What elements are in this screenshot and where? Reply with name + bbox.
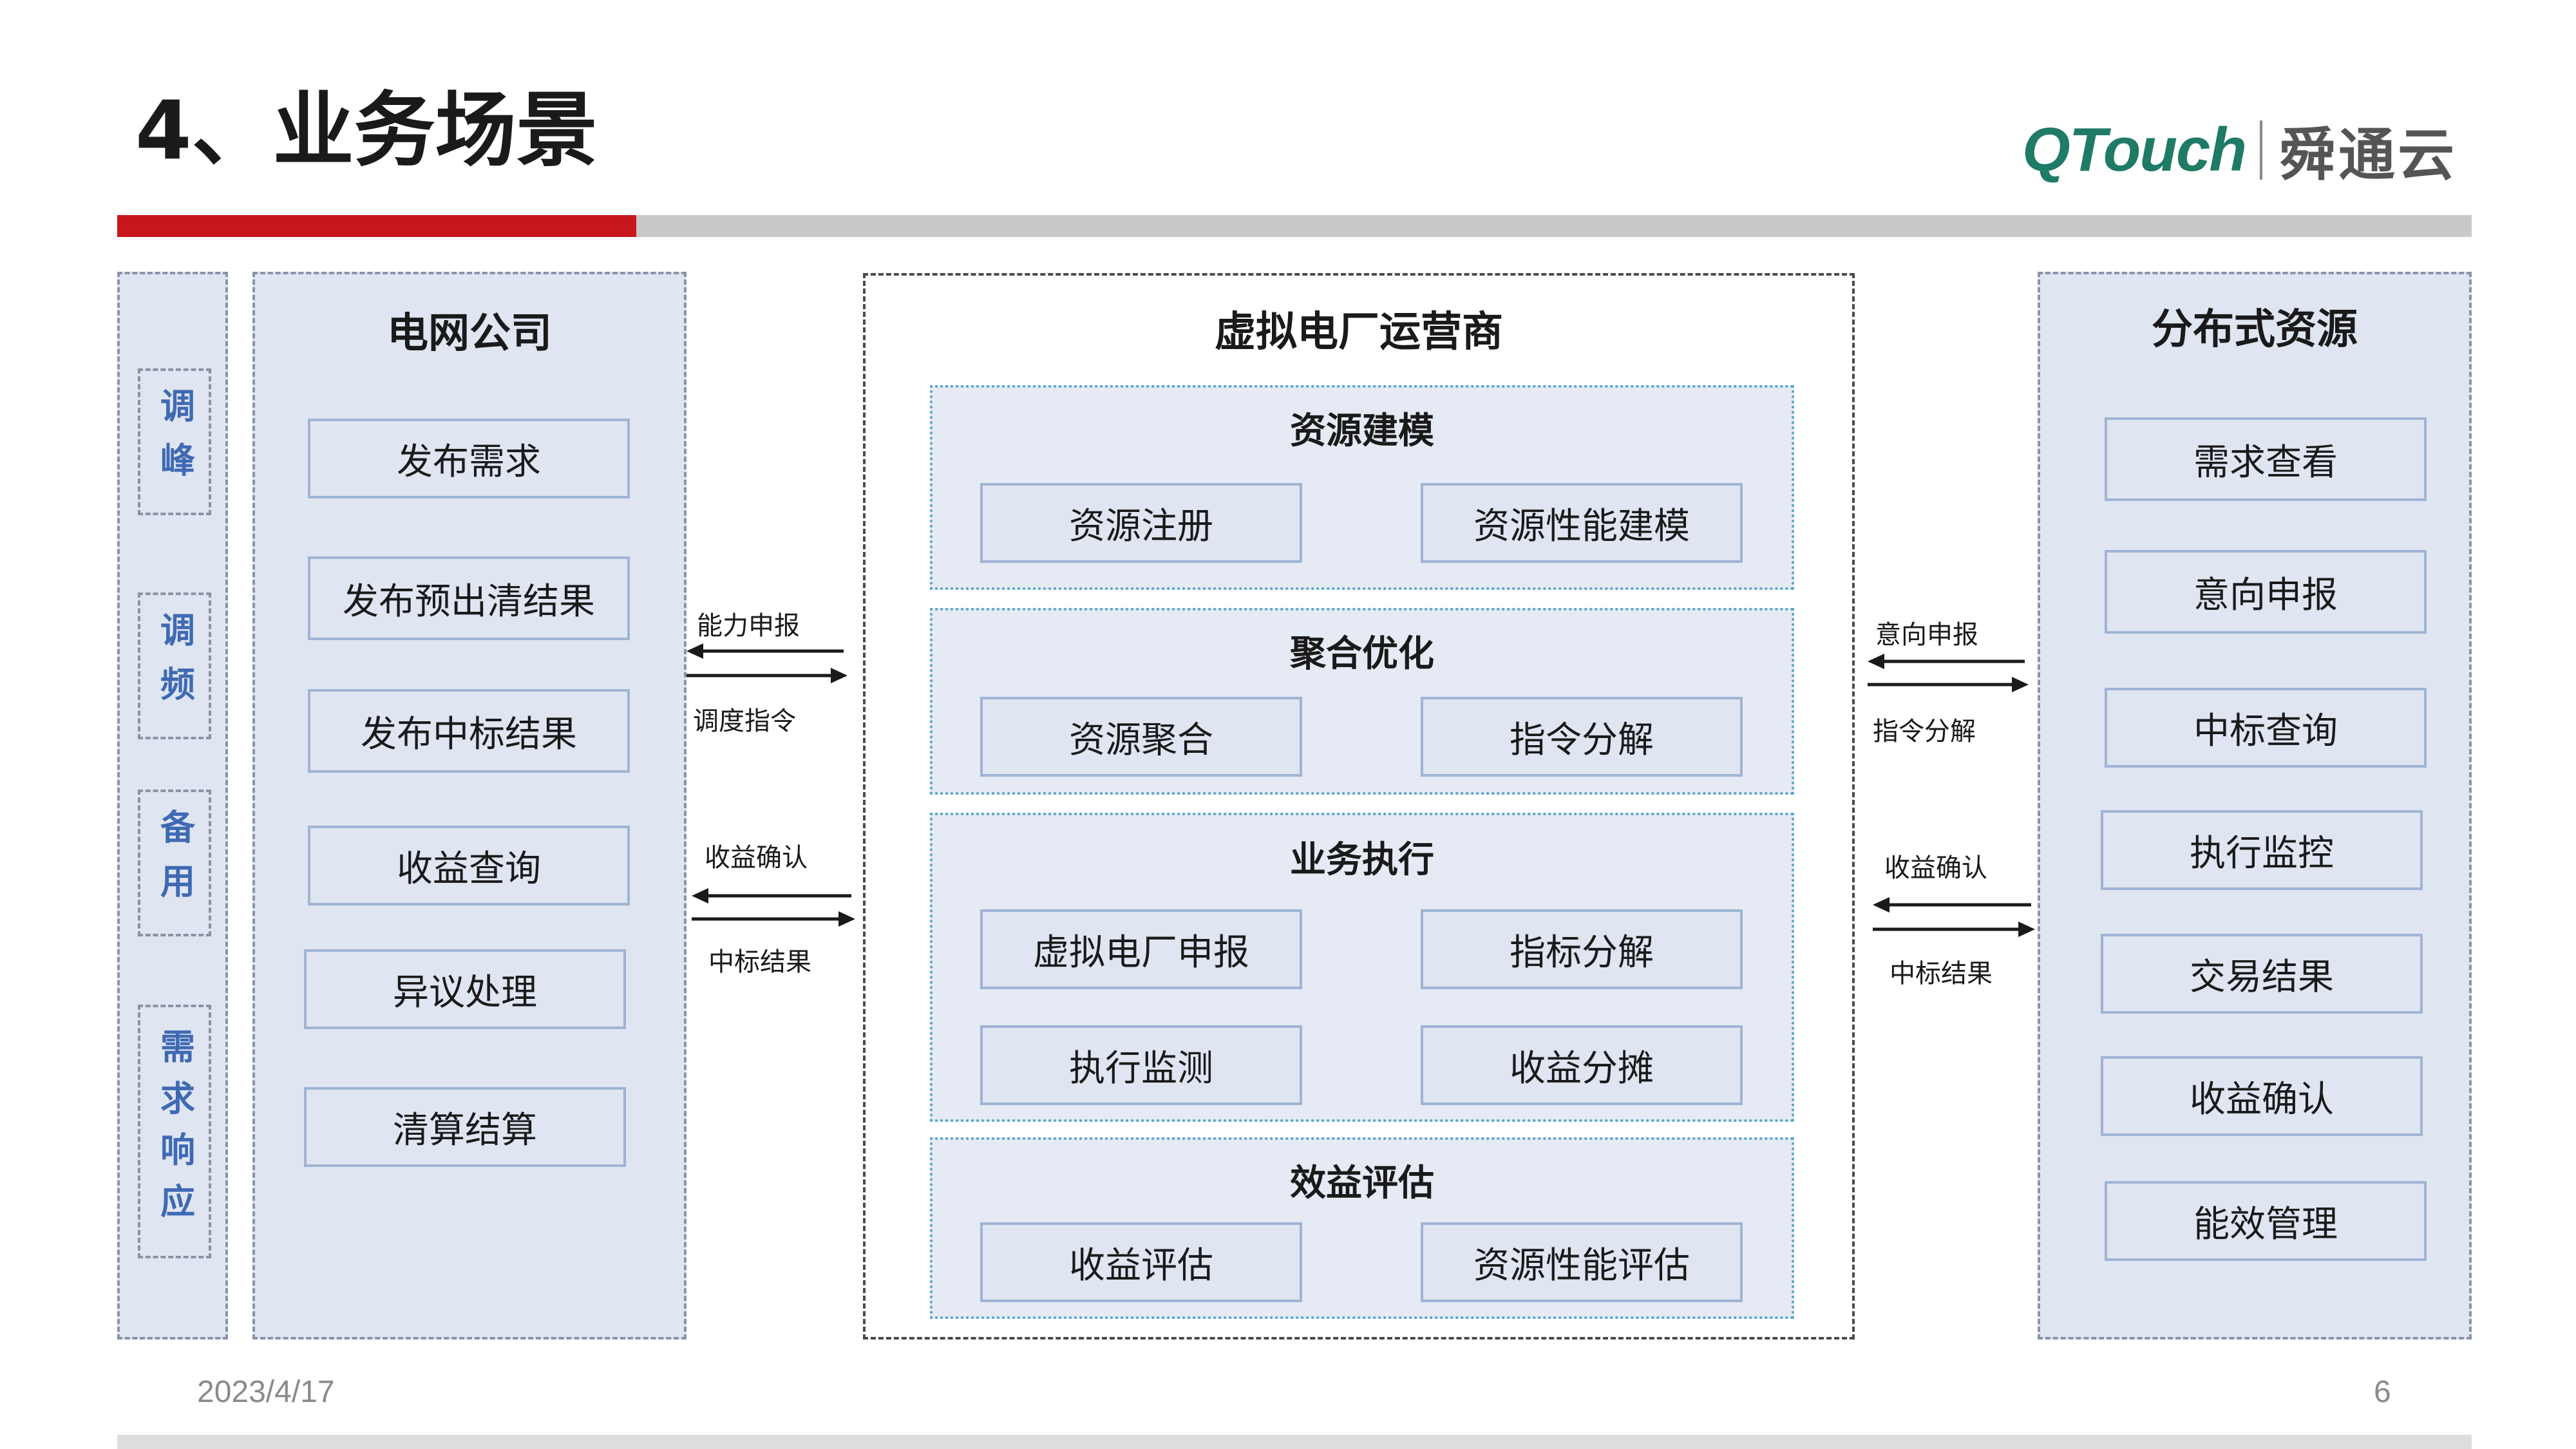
trade-result-box: 交易结果 xyxy=(2101,934,2423,1014)
resource-registration-box: 资源注册 xyxy=(980,483,1302,563)
resource-aggregation-box: 资源聚合 xyxy=(980,697,1302,777)
footer-bar xyxy=(117,1435,2472,1449)
flow-label-revenue-confirm-left: 收益确认 xyxy=(705,843,808,873)
energy-efficiency-management-box: 能效管理 xyxy=(2105,1181,2427,1261)
demand-view-box: 需求查看 xyxy=(2105,417,2427,501)
arrow-right-to-resources-2 xyxy=(1873,922,2035,937)
publish-bid-result-box: 发布中标结果 xyxy=(308,689,630,773)
clearing-settlement-box: 清算结算 xyxy=(304,1087,626,1167)
arrow-left-to-vpp-1 xyxy=(1868,654,2025,669)
logo-latin-text: QTouch xyxy=(2022,115,2247,184)
scenario-tag-frequency-regulation: 调频 xyxy=(138,592,211,739)
indicator-decomposition-box: 指标分解 xyxy=(1421,909,1743,989)
logo-cjk-text: 舜通云 xyxy=(2279,121,2458,188)
group-resource-modeling-title: 资源建模 xyxy=(1290,410,1434,452)
group-benefit-evaluation-title: 效益评估 xyxy=(1290,1162,1434,1204)
flow-label-bid-result-right: 中标结果 xyxy=(1889,959,1993,989)
footer-date: 2023/4/17 xyxy=(197,1375,335,1409)
revenue-evaluation-box: 收益评估 xyxy=(980,1222,1302,1302)
publish-pre-clearing-box: 发布预出清结果 xyxy=(308,556,630,640)
title-rule-bar xyxy=(636,215,2472,237)
flow-label-command-decomposition: 指令分解 xyxy=(1873,717,1976,746)
flow-label-intent-report: 意向申报 xyxy=(1875,620,1978,650)
distributed-resources-title: 分布式资源 xyxy=(2152,306,2358,354)
flow-label-dispatch-command: 调度指令 xyxy=(693,706,796,736)
revenue-confirmation-box: 收益确认 xyxy=(2101,1056,2423,1136)
logo-divider xyxy=(2260,120,2263,180)
revenue-query-box: 收益查询 xyxy=(308,826,630,905)
arrow-right-to-resources-1 xyxy=(1868,677,2029,692)
resource-performance-evaluation-box: 资源性能评估 xyxy=(1421,1222,1743,1302)
publish-demand-box: 发布需求 xyxy=(308,419,630,498)
scenario-tag-peak-shaving: 调峰 xyxy=(138,368,211,515)
arrow-right-to-vpp-1 xyxy=(687,668,848,683)
execution-monitor-control-box: 执行监控 xyxy=(2101,810,2423,890)
grid-company-title: 电网公司 xyxy=(387,310,552,357)
group-aggregation-optimization-title: 聚合优化 xyxy=(1290,633,1434,675)
intent-declaration-box: 意向申报 xyxy=(2105,550,2427,634)
arrow-left-to-grid-1 xyxy=(687,643,844,659)
vpp-operator-title: 虚拟电厂运营商 xyxy=(1215,308,1503,356)
objection-handling-box: 异议处理 xyxy=(304,949,626,1029)
arrow-left-to-vpp-2 xyxy=(1873,897,2031,913)
title-accent-bar xyxy=(117,215,636,237)
footer-page-number: 6 xyxy=(2374,1375,2391,1409)
group-business-execution-title: 业务执行 xyxy=(1290,839,1434,881)
flow-label-capacity-report: 能力申报 xyxy=(697,611,800,641)
execution-monitoring-box: 执行监测 xyxy=(980,1025,1302,1105)
revenue-allocation-box: 收益分摊 xyxy=(1421,1025,1743,1105)
flow-label-revenue-confirm-right: 收益确认 xyxy=(1884,853,1987,883)
scenario-tag-demand-response: 需求响应 xyxy=(138,1005,211,1258)
company-logo: QTouch 舜通云 xyxy=(2022,115,2457,188)
flow-label-bid-result-left: 中标结果 xyxy=(708,947,811,977)
arrow-left-to-grid-2 xyxy=(692,888,851,904)
arrow-right-to-vpp-2 xyxy=(692,911,855,927)
resource-performance-modeling-box: 资源性能建模 xyxy=(1421,483,1743,563)
vpp-declaration-box: 虚拟电厂申报 xyxy=(980,909,1302,989)
scenario-tag-reserve: 备用 xyxy=(138,790,211,936)
bid-result-query-box: 中标查询 xyxy=(2105,688,2427,768)
command-decomposition-box: 指令分解 xyxy=(1421,697,1743,777)
slide-title: 4、业务场景 xyxy=(135,83,598,178)
